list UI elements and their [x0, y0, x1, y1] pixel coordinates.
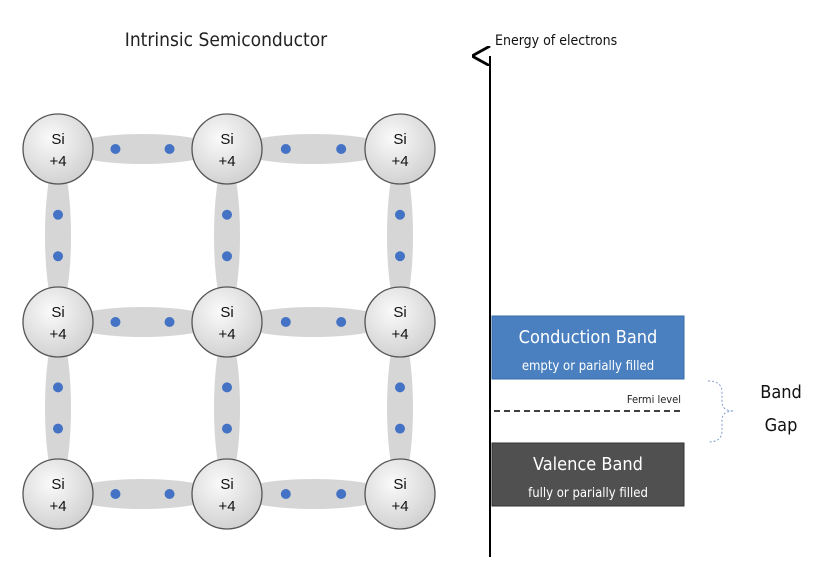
covalent-bond [68, 134, 217, 164]
electron-layer [53, 144, 405, 499]
atom-symbol: Si [220, 131, 233, 148]
covalent-bond [237, 307, 390, 337]
atom-symbol: Si [393, 476, 406, 493]
atom-circle [364, 113, 436, 185]
silicon-atom: Si +4 [191, 286, 263, 358]
valence-band-box [491, 442, 685, 507]
electron [222, 209, 232, 220]
electron [53, 382, 63, 393]
lattice-title: Intrinsic Semiconductor [125, 29, 328, 51]
band-gap-label-line1: Band [760, 382, 802, 403]
silicon-atom: Si +4 [364, 458, 436, 530]
atom-circle [22, 286, 94, 358]
electron [110, 144, 121, 154]
electron [395, 209, 405, 220]
atom-circle [22, 458, 94, 530]
atom-symbol: Si [220, 476, 233, 493]
atom-charge: +4 [218, 326, 235, 343]
band-gap-brace [707, 380, 735, 443]
atom-circle [191, 286, 263, 358]
atom-charge: +4 [391, 153, 408, 170]
electron [110, 317, 121, 327]
covalent-bond [387, 332, 413, 484]
electron [395, 423, 405, 434]
atom-circle [191, 113, 263, 185]
atom-charge: +4 [391, 498, 408, 515]
covalent-bond [45, 159, 71, 312]
electron [222, 251, 232, 262]
bond-layer [45, 134, 413, 509]
silicon-atom: Si +4 [22, 113, 94, 185]
electron [53, 251, 63, 262]
silicon-atom: Si +4 [22, 458, 94, 530]
covalent-bond [45, 332, 71, 484]
covalent-bond [387, 159, 413, 312]
covalent-bond [237, 134, 390, 164]
electron [395, 251, 405, 262]
silicon-atom: Si +4 [364, 113, 436, 185]
electron [164, 489, 175, 499]
electron [336, 144, 347, 154]
silicon-atom: Si +4 [364, 286, 436, 358]
electron [336, 317, 347, 327]
atom-charge: +4 [218, 498, 235, 515]
conduction-band-name: Conduction Band [519, 327, 658, 348]
electron [222, 382, 232, 393]
valence-band: Valence Band fully or parially filled [491, 442, 685, 507]
electron [280, 144, 291, 154]
atom-charge: +4 [49, 498, 66, 515]
atom-symbol: Si [51, 476, 64, 493]
energy-axis-label: Energy of electrons [495, 33, 617, 49]
electron [280, 489, 291, 499]
atom-circle [364, 458, 436, 530]
fermi-level-label: Fermi level [627, 393, 681, 406]
electron [110, 489, 121, 499]
electron [164, 317, 175, 327]
electron [336, 489, 347, 499]
atom-charge: +4 [391, 326, 408, 343]
electron [53, 423, 63, 434]
valence-band-name: Valence Band [533, 454, 643, 475]
atom-layer: Si+4Si+4Si+4Si+4Si+4Si+4Si+4Si+4Si+4 [22, 113, 436, 530]
atom-charge: +4 [49, 326, 66, 343]
electron [164, 144, 175, 154]
electron [222, 423, 232, 434]
band-gap-label-line2: Gap [765, 415, 798, 436]
atom-circle [364, 286, 436, 358]
atom-charge: +4 [49, 153, 66, 170]
covalent-bond [237, 479, 390, 509]
covalent-bond [68, 307, 217, 337]
conduction-band-box [491, 315, 685, 380]
valence-band-description: fully or parially filled [528, 486, 648, 501]
covalent-bond [68, 479, 217, 509]
atom-circle [191, 458, 263, 530]
atom-symbol: Si [51, 131, 64, 148]
covalent-bond [214, 159, 240, 312]
electron [53, 209, 63, 220]
silicon-atom: Si +4 [191, 458, 263, 530]
atom-symbol: Si [393, 304, 406, 321]
silicon-atom: Si +4 [191, 113, 263, 185]
electron [395, 382, 405, 393]
silicon-atom: Si +4 [22, 286, 94, 358]
conduction-band-description: empty or parially filled [522, 359, 654, 374]
conduction-band: Conduction Band empty or parially filled [491, 315, 685, 380]
atom-symbol: Si [393, 131, 406, 148]
atom-symbol: Si [220, 304, 233, 321]
atom-symbol: Si [51, 304, 64, 321]
atom-circle [22, 113, 94, 185]
covalent-bond [214, 332, 240, 484]
atom-charge: +4 [218, 153, 235, 170]
electron [280, 317, 291, 327]
